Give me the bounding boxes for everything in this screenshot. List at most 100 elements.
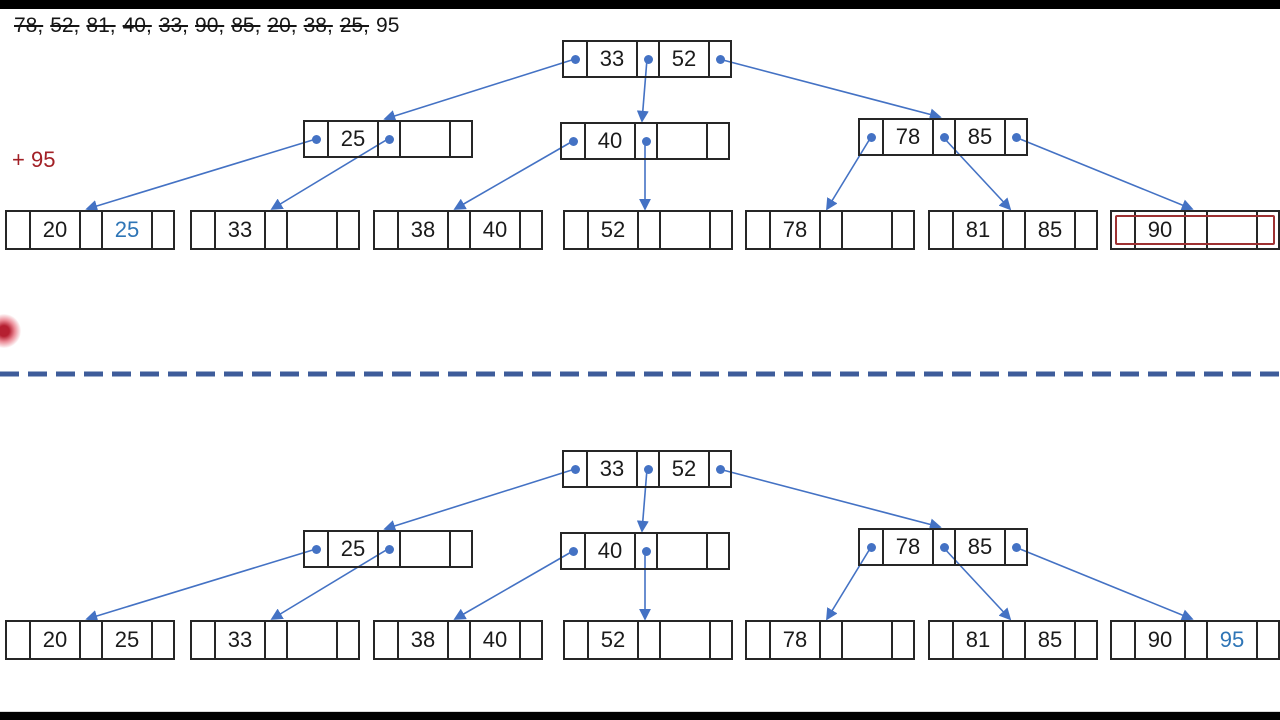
pointer-cell	[747, 622, 769, 658]
pointer-cell	[565, 212, 587, 248]
pointer-cell	[447, 212, 469, 248]
btree-node-tree-after-insert-95-l2: 33	[190, 620, 360, 660]
pointer-dot	[384, 544, 394, 554]
pointer-cell	[151, 622, 173, 658]
pointer-cell	[1256, 212, 1278, 248]
btree-node-tree-before-split-fix-l3: 38 40	[373, 210, 543, 250]
laser-pointer-dot	[0, 314, 21, 348]
pointer-cell	[819, 212, 841, 248]
btree-node-tree-before-split-fix-l4: 52	[563, 210, 733, 250]
key-cell	[286, 622, 336, 658]
key-cell	[286, 212, 336, 248]
key-cell: 95	[1206, 622, 1256, 658]
pointer-arrow	[718, 58, 942, 121]
key-cell: 85	[1024, 212, 1074, 248]
pointer-dot	[643, 54, 653, 64]
key-cell: 52	[587, 212, 637, 248]
key-cell: 25	[327, 532, 377, 566]
pointer-arrow	[383, 58, 576, 122]
key-cell: 90	[1134, 622, 1184, 658]
sequence-item: 81,	[86, 14, 116, 37]
sequence-item: 95	[376, 14, 400, 37]
pointer-cell	[637, 622, 659, 658]
key-cell: 33	[586, 42, 636, 76]
pointer-dot	[715, 464, 725, 474]
pointer-cell	[519, 212, 541, 248]
pointer-cell	[264, 212, 286, 248]
key-cell: 78	[882, 530, 932, 564]
sequence-item: 38,	[303, 14, 333, 37]
btree-node-tree-before-split-fix-i2: 40	[560, 122, 730, 160]
btree-node-tree-after-insert-95-i1: 25	[303, 530, 473, 568]
pointer-cell	[192, 622, 214, 658]
pointer-cell	[447, 622, 469, 658]
key-cell: 25	[101, 622, 151, 658]
pointer-cell	[819, 622, 841, 658]
key-cell: 25	[327, 122, 377, 156]
pointer-dot	[384, 134, 394, 144]
sequence-item: 78,	[14, 14, 44, 37]
key-cell: 38	[397, 622, 447, 658]
pointer-cell	[377, 532, 399, 566]
pointer-dot	[939, 542, 949, 552]
pointer-arrow	[270, 138, 389, 210]
pointer-cell	[709, 212, 731, 248]
pointer-cell	[562, 534, 584, 568]
pointer-cell	[305, 122, 327, 156]
pointer-arrow	[85, 548, 317, 622]
pointer-cell	[1074, 212, 1096, 248]
pointer-dot	[311, 544, 321, 554]
pointer-dot	[568, 136, 578, 146]
pointer-cell	[747, 212, 769, 248]
btree-node-tree-before-split-fix-l7: 90	[1110, 210, 1280, 250]
pointer-arrow	[718, 468, 942, 531]
key-cell	[659, 212, 709, 248]
key-cell	[841, 622, 891, 658]
pointer-arrow	[453, 140, 574, 210]
key-cell	[656, 534, 706, 568]
sequence-item: 25,	[339, 14, 370, 37]
key-cell: 40	[469, 212, 519, 248]
pointer-cell	[305, 532, 327, 566]
pointer-cell	[636, 452, 658, 486]
insert-operation-label: + 95	[12, 147, 56, 172]
sequence-item: 20,	[267, 14, 297, 37]
pointer-arrow	[1014, 546, 1194, 621]
key-cell: 78	[769, 622, 819, 658]
key-cell: 38	[397, 212, 447, 248]
pointer-cell	[708, 452, 730, 486]
pointer-cell	[449, 122, 471, 156]
pointer-cell	[375, 212, 397, 248]
pointer-cell	[336, 622, 358, 658]
pointer-dot	[643, 464, 653, 474]
pointer-cell	[7, 212, 29, 248]
key-cell: 40	[584, 124, 634, 158]
pointer-cell	[79, 212, 101, 248]
pointer-cell	[79, 622, 101, 658]
pointer-dot	[715, 54, 725, 64]
pointer-cell	[1256, 622, 1278, 658]
letterbox-bottom-bar	[0, 711, 1280, 720]
pointer-arrow	[85, 138, 317, 212]
key-cell: 78	[769, 212, 819, 248]
sequence-item: 52,	[50, 14, 80, 37]
pointer-cell	[634, 124, 656, 158]
pointer-cell	[709, 622, 731, 658]
pointer-arrow	[453, 550, 574, 620]
key-cell: 78	[882, 120, 932, 154]
pointer-arrow	[270, 548, 389, 620]
pointer-cell	[860, 120, 882, 154]
pointer-cell	[706, 534, 728, 568]
pointer-cell	[891, 212, 913, 248]
pointer-cell	[375, 622, 397, 658]
pointer-arrow	[826, 546, 872, 621]
key-cell: 40	[469, 622, 519, 658]
pointer-dot	[866, 542, 876, 552]
pointer-cell	[1004, 530, 1026, 564]
pointer-cell	[706, 124, 728, 158]
